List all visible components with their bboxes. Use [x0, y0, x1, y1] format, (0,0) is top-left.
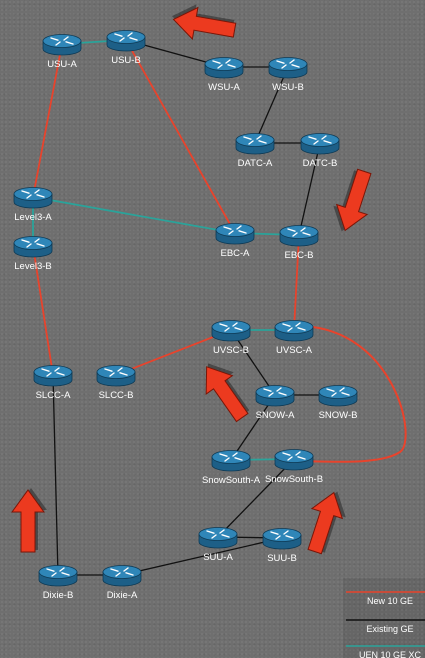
router-label: EBC-B	[284, 250, 313, 261]
arrows-layer	[11, 4, 372, 555]
router-label: SNOW-A	[256, 410, 296, 421]
router-icon	[96, 365, 136, 387]
red-arrow-icon	[11, 488, 47, 553]
legend-label-uen_10ge_xc: UEN 10 GE XC	[359, 650, 422, 658]
router-label: Dixie-B	[43, 590, 74, 601]
link-datc-b-ebc-b	[298, 142, 321, 236]
router-label: WSU-A	[208, 82, 240, 93]
router-label: DATC-A	[238, 158, 273, 169]
router-slcc-a: SLCC-A	[33, 365, 73, 401]
router-ebc-a: EBC-A	[215, 223, 255, 259]
router-label: SnowSouth-A	[202, 475, 261, 486]
router-label: USU-A	[47, 59, 77, 70]
link-level3-a-ebc-a	[32, 196, 236, 234]
legend-label-new_10ge: New 10 GE	[367, 596, 413, 606]
router-label: SLCC-B	[99, 390, 134, 401]
router-snow-a: SNOW-A	[255, 385, 296, 421]
router-label: Dixie-A	[107, 590, 138, 601]
router-label: SNOW-B	[319, 410, 358, 421]
link-usu-b-ebc-a	[125, 39, 236, 234]
router-label: SnowSouth-B	[265, 474, 323, 485]
router-label: UVSC-A	[276, 345, 313, 356]
router-suu-b: SUU-B	[262, 528, 302, 564]
router-icon	[33, 365, 73, 387]
router-icon	[211, 450, 251, 472]
router-icon	[274, 449, 314, 471]
router-label: WSU-B	[272, 82, 304, 93]
router-label: Level3-A	[14, 212, 52, 223]
router-dixie-b: Dixie-B	[38, 565, 78, 601]
link-slcc-b-uvsc-b	[115, 329, 232, 376]
router-dixie-a: Dixie-A	[102, 565, 142, 601]
router-wsu-a: WSU-A	[204, 57, 244, 93]
legend: New 10 GE Existing GE UEN 10 GE XC	[343, 578, 425, 658]
red-arrow-icon	[307, 491, 346, 555]
legend-label-existing_ge: Existing GE	[366, 624, 413, 634]
router-icon	[102, 565, 142, 587]
router-icon	[268, 57, 308, 79]
router-icon	[300, 133, 340, 155]
router-label: SUU-B	[267, 553, 297, 564]
link-level3-b-slcc-a	[32, 245, 54, 376]
router-label: DATC-B	[303, 158, 338, 169]
router-wsu-b: WSU-B	[268, 57, 308, 93]
router-icon	[198, 527, 238, 549]
link-ebc-b-uvsc-a	[293, 234, 300, 331]
router-icon	[211, 320, 251, 342]
red-arrow-icon	[205, 363, 250, 423]
router-label: SUU-A	[203, 552, 233, 563]
router-slcc-b: SLCC-B	[96, 365, 136, 401]
router-icon	[13, 236, 53, 258]
router-icon	[204, 57, 244, 79]
router-icon	[262, 528, 302, 550]
router-icon	[42, 34, 82, 56]
nodes-layer: USU-A USU-B WSU-A WSU-B DATC-A DATC-B Level3-A…	[13, 30, 358, 601]
router-label: USU-B	[111, 55, 141, 66]
red-arrow-icon	[172, 4, 237, 41]
router-label: EBC-A	[220, 248, 250, 259]
router-snow-b: SNOW-B	[318, 385, 358, 421]
links-layer	[32, 39, 407, 576]
router-datc-b: DATC-B	[300, 133, 340, 169]
router-ebc-b: EBC-B	[279, 225, 319, 261]
router-icon	[274, 320, 314, 342]
router-usu-b: USU-B	[106, 30, 146, 66]
router-suu-a: SUU-A	[198, 527, 238, 563]
link-slcc-a-dixie-b	[52, 374, 59, 576]
router-icon	[106, 30, 146, 52]
router-icon	[38, 565, 78, 587]
router-uvsc-b: UVSC-B	[211, 320, 251, 356]
link-dixie-a-suu-b	[121, 537, 283, 576]
router-label: Level3-B	[14, 261, 52, 272]
router-label: SLCC-A	[36, 390, 72, 401]
link-uvsc-a-snowsouth-b	[301, 325, 407, 463]
router-icon	[215, 223, 255, 245]
router-icon	[318, 385, 358, 407]
router-snowsouth-a: SnowSouth-A	[202, 450, 261, 486]
red-arrow-icon	[333, 168, 372, 232]
router-usu-a: USU-A	[42, 34, 82, 70]
router-icon	[279, 225, 319, 247]
router-snowsouth-b: SnowSouth-B	[265, 449, 323, 485]
router-icon	[255, 385, 295, 407]
router-level3-b: Level3-B	[13, 236, 53, 272]
link-snowsouth-b-suu-a	[217, 458, 295, 538]
router-icon	[13, 187, 53, 209]
router-uvsc-a: UVSC-A	[274, 320, 314, 356]
router-datc-a: DATC-A	[235, 133, 275, 169]
link-usu-a-level3-a	[32, 43, 63, 198]
router-label: UVSC-B	[213, 345, 249, 356]
router-level3-a: Level3-A	[13, 187, 53, 223]
router-icon	[235, 133, 275, 155]
link-wsu-b-datc-a	[254, 66, 289, 144]
